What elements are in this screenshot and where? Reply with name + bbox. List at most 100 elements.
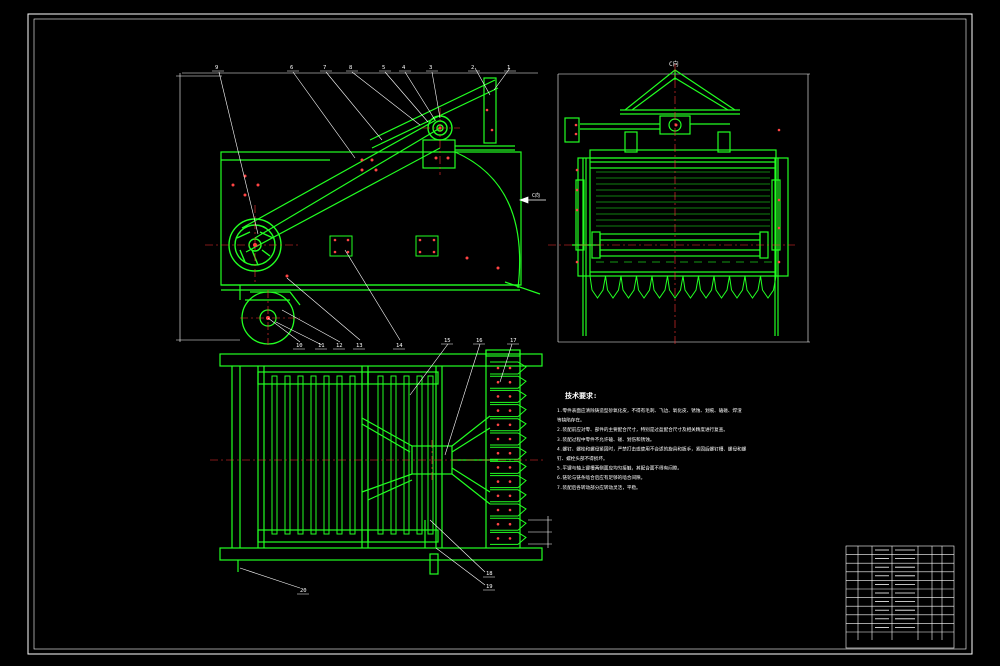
plan-fastener — [496, 380, 500, 384]
side-leader-lines — [218, 67, 511, 346]
plan-fastener — [496, 537, 500, 540]
plan-tine-bar — [390, 375, 397, 535]
plan-fastener — [496, 423, 500, 427]
end-view-center-lines — [548, 64, 795, 345]
plan-callout-16: 16 — [476, 338, 483, 344]
plan-tine-bar — [323, 375, 330, 535]
plan-fastener — [496, 409, 500, 412]
plan-fastener — [496, 451, 500, 455]
plan-tine-bar — [416, 375, 423, 535]
tech-req-line: 3.装配过程中零件不允许磕、碰、划伤和锈蚀。 — [557, 436, 654, 443]
plan-dimensions — [528, 516, 552, 548]
plan-fastener — [496, 480, 500, 483]
plan-fastener — [508, 366, 512, 370]
plan-fastener — [508, 537, 512, 540]
tech-req-lines: 1.零件表面应清除铸造型砂氧化皮，不得有毛刺、飞边、氧化皮、锈蚀、划痕、磕碰、焊… — [557, 407, 747, 491]
plan-claw — [490, 517, 527, 531]
plan-claw — [490, 375, 527, 389]
side-callout-14: 14 — [396, 343, 403, 349]
plan-fastener — [496, 466, 500, 469]
side-callout-4: 4 — [402, 65, 406, 71]
plan-claw — [490, 446, 527, 460]
plan-claw — [490, 531, 527, 545]
tech-req-line: 钉、螺栓头部不得损坏。 — [557, 455, 608, 462]
plan-claw — [490, 418, 527, 432]
side-callout-13: 13 — [356, 343, 363, 349]
plan-callout-20: 20 — [300, 588, 307, 594]
side-callout-5: 5 — [382, 65, 385, 71]
plan-callout-17: 17 — [510, 338, 517, 344]
plan-claw — [490, 361, 527, 375]
end-view-frame — [564, 69, 789, 336]
side-callout-9: 9 — [215, 65, 218, 71]
c-view-label: C向 — [532, 192, 540, 199]
side-callout-10: 10 — [296, 343, 303, 349]
plan-fastener — [508, 522, 512, 526]
outer-frame — [27, 13, 973, 655]
plan-center-lines — [210, 440, 545, 480]
plan-claw — [490, 460, 527, 474]
plan-fastener — [508, 494, 512, 498]
side-callout-6: 6 — [290, 65, 293, 71]
plan-fastener — [508, 380, 512, 384]
plan-fastener — [496, 366, 500, 370]
plan-claw — [490, 475, 527, 489]
tech-req-line: 1.零件表面应清除铸造型砂氧化皮，不得有毛刺、飞边、氧化皮、锈蚀、划痕、磕碰、焊… — [557, 407, 742, 414]
side-chain-arm — [241, 77, 515, 253]
side-view: ​ — [176, 65, 546, 350]
plan-tine-bar — [377, 375, 384, 535]
plan-tine-bar — [284, 375, 291, 535]
side-callout-11: 11 — [318, 343, 325, 349]
side-callout-3: 3 — [429, 65, 432, 71]
plan-fastener — [508, 437, 512, 441]
plan-fastener — [496, 437, 500, 441]
plan-fastener — [508, 480, 512, 483]
end-view-dimensions — [557, 73, 810, 343]
plan-tine-bar — [427, 375, 434, 535]
tech-req-line: 2.装配前应对零、部件的主要配合尺寸，特别是过盈配合尺寸及相关精度进行复查。 — [557, 426, 728, 433]
plan-fastener — [508, 395, 512, 398]
side-callout-12: 12 — [336, 343, 343, 349]
side-bolt-plates — [329, 235, 439, 257]
plan-tine-bar — [271, 375, 278, 535]
plan-fastener — [508, 451, 512, 455]
side-callout-8: 8 — [349, 65, 352, 71]
plan-fastener — [496, 522, 500, 526]
side-view-dimensions — [176, 72, 538, 342]
tech-req-line: 6.链轮与链条啮合后应有足够的啮合间隙。 — [557, 474, 645, 481]
c-view-arrow — [519, 196, 546, 204]
title-block-entries — [875, 549, 915, 628]
end-view: C向 — [548, 60, 810, 345]
side-center-lines — [205, 108, 460, 345]
side-frame — [220, 151, 541, 300]
plan-claws — [490, 361, 527, 545]
inner-frame — [33, 18, 967, 650]
plan-fasteners — [496, 366, 512, 540]
end-view-title: C向 — [669, 60, 679, 68]
plan-fastener — [496, 494, 500, 498]
plan-claw — [490, 489, 527, 503]
plan-tine-bar — [310, 375, 317, 535]
plan-claw — [490, 404, 527, 418]
end-view-fasteners — [574, 123, 781, 264]
tech-req-line: 5.平键与轴上键槽两侧面应均匀接触，其配合面不得有间隙。 — [557, 465, 682, 472]
plan-tine-bars — [271, 375, 434, 535]
tech-req-line: 4.螺钉、螺栓和螺母紧固时，严禁打击或使用不合适的旋具和扳手，紧固后螺钉槽、螺母… — [557, 445, 747, 452]
plan-callout-19: 19 — [486, 584, 493, 590]
plan-claw — [490, 503, 527, 517]
plan-fastener — [496, 395, 500, 398]
technical-requirements: 技术要求: 1.零件表面应清除铸造型砂氧化皮，不得有毛刺、飞边、氧化皮、锈蚀、划… — [557, 391, 747, 491]
plan-tine-bar — [297, 375, 304, 535]
end-view-hatching — [596, 171, 772, 263]
tech-req-line: 等缺陷存在。 — [557, 417, 585, 424]
plan-claw — [490, 389, 527, 403]
side-callout-2: 2 — [471, 65, 474, 71]
plan-tine-bar — [403, 375, 410, 535]
plan-fastener — [508, 409, 512, 412]
plan-leader-lines — [239, 343, 513, 589]
plan-fastener — [508, 466, 512, 469]
plan-tine-bar — [349, 375, 356, 535]
